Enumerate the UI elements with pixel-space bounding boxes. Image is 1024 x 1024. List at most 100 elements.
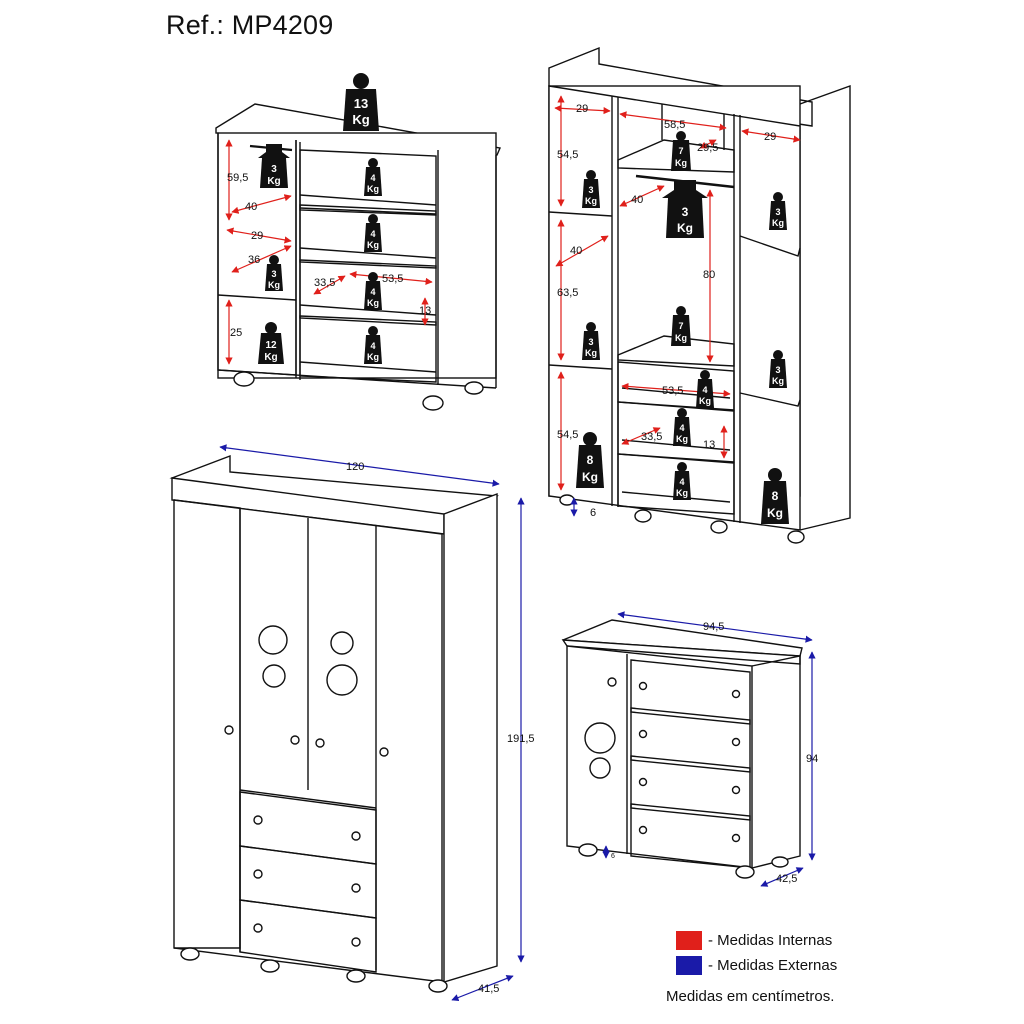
svg-text:3: 3: [271, 269, 276, 279]
wardrobe-external-dim-lines: [219, 444, 525, 1001]
weight-badge-wardrobe-drawer-1: 4 Kg: [696, 370, 714, 408]
svg-text:3: 3: [588, 185, 593, 195]
dresser-internal-dim-labels: 59,5 40 29 36 25 33,5 53,5 13: [227, 172, 431, 339]
svg-text:3: 3: [682, 205, 689, 219]
svg-text:4: 4: [702, 385, 707, 395]
svg-text:Kg: Kg: [264, 352, 277, 363]
svg-text:Kg: Kg: [367, 298, 379, 308]
wardrobe-internal-dim-labels: 29 58,5 29 54,5 29,5 40 80 40 63,5 53,5 …: [557, 103, 776, 519]
dim-dresser-diag: 40: [245, 201, 257, 213]
svg-text:3: 3: [775, 207, 780, 217]
svg-text:Kg: Kg: [767, 506, 783, 520]
dim-wardrobe-h-bottom-left: 54,5: [557, 429, 578, 441]
dim-wardrobe-width: 120: [346, 461, 364, 473]
weight-badge-dresser-drawer-1: 4 Kg: [364, 158, 382, 196]
svg-text:3: 3: [775, 365, 780, 375]
svg-text:Kg: Kg: [772, 218, 784, 228]
svg-text:4: 4: [370, 287, 375, 297]
dim-wardrobe-depth: 41,5: [478, 983, 499, 995]
wardrobe-interior-view: [548, 46, 851, 544]
svg-text:Kg: Kg: [268, 280, 280, 290]
weight-badge-dresser-drawer-3: 4 Kg: [364, 272, 382, 310]
legend-external-label: - Medidas Externas: [708, 957, 838, 974]
svg-text:Kg: Kg: [352, 112, 369, 127]
weight-badge-wardrobe-drawer-3: 4 Kg: [673, 462, 691, 500]
svg-text:Kg: Kg: [585, 348, 597, 358]
svg-text:Kg: Kg: [677, 221, 693, 235]
svg-text:Kg: Kg: [267, 176, 280, 187]
dim-wardrobe-h-top-left: 54,5: [557, 149, 578, 161]
svg-text:Kg: Kg: [676, 434, 688, 444]
svg-text:7: 7: [678, 146, 683, 156]
weight-badge-wardrobe-left-mid: 3 Kg: [582, 322, 600, 360]
dresser-exterior-view: [561, 619, 803, 879]
dim-wardrobe-h-hanging: 80: [703, 269, 715, 281]
dim-dresser-depth: 42,5: [776, 873, 797, 885]
dim-wardrobe-depth-left: 40: [631, 194, 643, 206]
svg-text:3: 3: [271, 164, 277, 175]
dim-wardrobe-left-w: 29: [576, 103, 588, 115]
weight-badge-wardrobe-center-top: 7 Kg: [671, 131, 691, 171]
unit-note: Medidas em centímetros.: [666, 988, 835, 1005]
dim-wardrobe-right-w: 29: [764, 131, 776, 143]
dim-dresser-shelf-w: 29: [251, 230, 263, 242]
dim-dresser-h-bottom: 25: [230, 327, 242, 339]
svg-text:4: 4: [679, 423, 684, 433]
weight-badge-wardrobe-right-bottom: 8 Kg: [761, 468, 789, 524]
legend-internal: - Medidas Internas: [676, 928, 837, 953]
weight-badge-dresser-drawer-2: 4 Kg: [364, 214, 382, 252]
weight-badge-dresser-shelf: 3 Kg: [265, 255, 283, 291]
svg-text:4: 4: [370, 173, 375, 183]
dim-dresser-drawer-w: 53,5: [382, 273, 403, 285]
weight-badge-wardrobe-rail: 3 Kg: [662, 180, 708, 238]
svg-text:Kg: Kg: [367, 352, 379, 362]
svg-text:12: 12: [265, 340, 277, 351]
legend-external-swatch: [676, 956, 702, 975]
svg-text:Kg: Kg: [585, 196, 597, 206]
dim-dresser-width: 94,5: [703, 621, 724, 633]
svg-text:8: 8: [772, 489, 779, 503]
legend: - Medidas Internas - Medidas Externas Me…: [666, 928, 837, 1005]
svg-text:Kg: Kg: [676, 488, 688, 498]
svg-text:4: 4: [679, 477, 684, 487]
reference-title: Ref.: MP4209: [166, 10, 334, 40]
dim-dresser-h-mid: 36: [248, 254, 260, 266]
svg-text:Kg: Kg: [367, 184, 379, 194]
dim-wardrobe-foot: 6: [590, 507, 596, 519]
weight-badge-wardrobe-drawer-2: 4 Kg: [673, 408, 691, 446]
weight-badge-wardrobe-left-top: 3 Kg: [582, 170, 600, 208]
weight-badge-wardrobe-right-top: 3 Kg: [769, 192, 787, 230]
dim-wardrobe-depth-side: 40: [570, 245, 582, 257]
dim-wardrobe-upper-depth: 29,5: [697, 142, 718, 154]
dim-wardrobe-height: 191,5: [507, 733, 535, 745]
weight-badge-dresser-rail: 3 Kg: [258, 144, 290, 188]
svg-text:4: 4: [370, 341, 375, 351]
legend-external: - Medidas Externas: [676, 953, 837, 978]
svg-text:4: 4: [370, 229, 375, 239]
dim-wardrobe-drawer-h: 13: [703, 439, 715, 451]
dim-wardrobe-center-w: 58,5: [664, 119, 685, 131]
svg-text:8: 8: [587, 453, 594, 467]
dim-wardrobe-drawer-depth: 33,5: [641, 431, 662, 443]
dim-dresser-depth: 33,5: [314, 277, 335, 289]
dim-dresser-h-top: 59,5: [227, 172, 248, 184]
dresser-internal-dim-lines: [225, 139, 433, 365]
dim-dresser-foot: 6: [611, 853, 615, 860]
weight-badge-dresser-drawer-4: 4 Kg: [364, 326, 382, 364]
svg-text:3: 3: [588, 337, 593, 347]
wardrobe-internal-dim-lines: [554, 95, 801, 517]
dresser-external-dim-lines: [602, 611, 816, 887]
wardrobe-exterior-view: [169, 454, 499, 993]
svg-text:Kg: Kg: [675, 158, 687, 168]
weight-badges: 13 Kg 3 Kg 3 Kg 12 Kg 4 Kg: [258, 73, 789, 524]
legend-internal-swatch: [676, 931, 702, 950]
svg-text:Kg: Kg: [367, 240, 379, 250]
svg-text:Kg: Kg: [675, 333, 687, 343]
dim-dresser-height: 94: [806, 753, 818, 765]
svg-text:13: 13: [354, 96, 368, 111]
wardrobe-external-dim-labels: 120 191,5 41,5: [346, 461, 535, 995]
weight-badge-dresser-top: 13 Kg: [343, 73, 379, 131]
svg-text:Kg: Kg: [699, 396, 711, 406]
weight-badge-wardrobe-left-bottom: 8 Kg: [576, 432, 604, 488]
weight-badge-dresser-bottom: 12 Kg: [258, 322, 284, 364]
